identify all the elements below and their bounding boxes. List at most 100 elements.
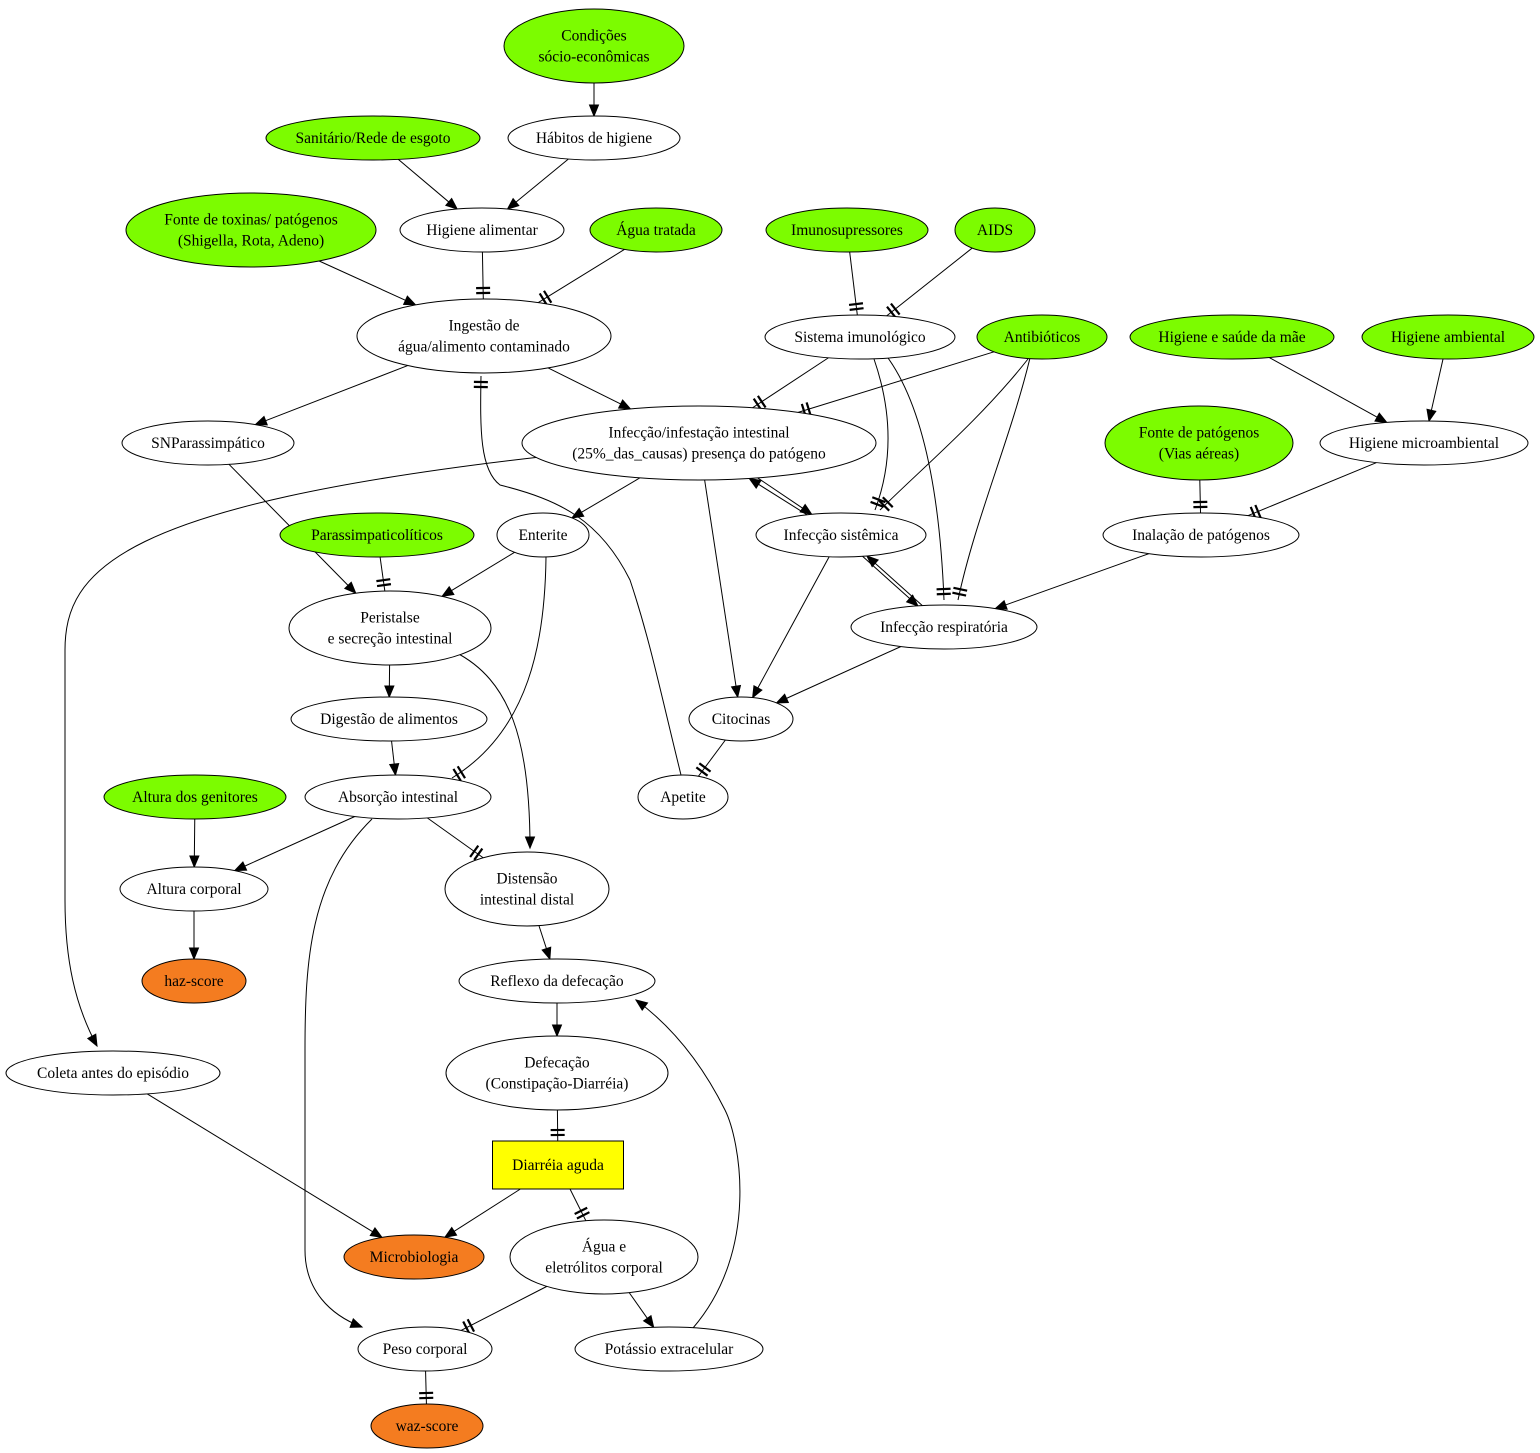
node-reflexo-label: Reflexo da defecação — [490, 973, 624, 990]
edge-higmae-to-higmicro — [1268, 357, 1388, 424]
node-peristalse-label: Peristalse — [360, 610, 420, 627]
edge-antib-to-infsis — [878, 358, 1029, 512]
edge-imuno-to-sisimuno-tee-bar — [848, 302, 864, 307]
node-diarreia-label: Diarréia aguda — [512, 1157, 604, 1174]
edge-infsis-to-citocinas — [752, 556, 830, 699]
node-apetite-label: Apetite — [660, 789, 706, 806]
edge-antib-to-infresp-line — [957, 357, 1031, 601]
edge-infint-to-coleta-line — [64, 456, 541, 1047]
edge-digestao-to-absorcao — [388, 740, 400, 777]
edge-infint-to-enterite-line — [581, 477, 641, 513]
node-peristalse-label: e secreção intestinal — [328, 631, 453, 648]
edge-higmae-to-higmicro-arrowhead — [1374, 412, 1388, 424]
node-potassio-ellipse — [574, 1326, 764, 1372]
node-higamb-ellipse — [1361, 314, 1535, 360]
node-higmicro-ellipse — [1319, 420, 1529, 466]
edge-higalim-to-ingestao — [476, 251, 491, 300]
node-enterite-label: Enterite — [518, 527, 567, 544]
node-ingestao-label: água/alimento contaminado — [398, 339, 570, 356]
edge-infsis-to-infresp-line — [862, 555, 910, 599]
node-infsis-label: Infecção sistêmica — [784, 527, 899, 544]
edge-ingestao-to-snp — [254, 365, 408, 426]
edge-antib-to-infresp-tee-bar — [953, 586, 968, 592]
edge-habitos-to-higalim-line — [515, 158, 569, 203]
node-snp: SNParassimpático — [121, 420, 295, 466]
edge-antib-to-infresp-tee-bar — [952, 591, 967, 597]
edge-diarreia-to-aguaelet-tee-bar — [576, 1211, 590, 1220]
edge-infsis-to-infresp-arrowhead — [905, 594, 919, 607]
edge-aguaelet-to-peso — [460, 1285, 548, 1335]
node-inalacao: Inalação de patógenos — [1102, 512, 1300, 558]
node-inalacao-label: Inalação de patógenos — [1132, 527, 1270, 544]
node-infsis-ellipse — [755, 512, 927, 558]
edge-higamb-to-higmicro-arrowhead — [1426, 408, 1437, 423]
edge-imuno-to-sisimuno-tee-bar — [849, 307, 864, 311]
edge-infsis-to-infint-line — [758, 483, 808, 516]
node-higmae-ellipse — [1129, 314, 1335, 360]
node-infsis: Infecção sistêmica — [755, 512, 927, 558]
node-sisimuno-label: Sistema imunológico — [794, 329, 926, 346]
node-ingestao-ellipse — [356, 298, 612, 374]
edge-potassio-to-reflexo — [634, 999, 741, 1329]
node-potassio-label: Potássio extracelular — [605, 1341, 735, 1358]
edge-citocinas-to-apetite — [695, 739, 726, 777]
node-imuno-label: Imunosupressores — [791, 222, 903, 239]
edge-antib-to-infsis-tee-bar — [878, 500, 890, 512]
edge-fontetox-to-ingestao-arrowhead — [402, 295, 417, 306]
node-diarreia: Diarréia aguda — [492, 1140, 624, 1190]
edge-ingestao-to-snp-line — [265, 365, 408, 422]
node-potassio: Potássio extracelular — [574, 1326, 764, 1372]
node-fontetox-label: (Shigella, Rota, Adeno) — [178, 233, 324, 250]
edge-imuno-to-sisimuno — [848, 251, 864, 316]
node-alturacorp: Altura corporal — [119, 866, 269, 912]
edge-potassio-to-reflexo-arrowhead — [634, 999, 649, 1012]
edge-inalacao-to-infresp — [994, 553, 1150, 610]
node-sanitario: Sanitário/Rede de esgoto — [265, 115, 481, 161]
edge-infsis-to-citocinas-arrowhead — [752, 684, 763, 699]
edge-higmicro-to-inalacao-line — [1247, 462, 1377, 517]
edge-distensao-to-reflexo-arrowhead — [541, 946, 552, 961]
edge-enterite-to-absorcao-line — [451, 556, 547, 779]
node-agua-ellipse — [589, 207, 723, 253]
node-imuno: Imunosupressores — [765, 207, 929, 253]
edge-ingestao-to-snp-arrowhead — [254, 415, 268, 426]
node-higamb: Higiene ambiental — [1361, 314, 1535, 360]
edge-absorcao-to-distensao-tee-bar — [469, 845, 480, 858]
node-haz-label: haz-score — [164, 973, 223, 990]
node-defecacao-ellipse — [445, 1035, 669, 1111]
edge-citocinas-to-apetite-line — [697, 739, 726, 777]
edge-inalacao-to-infresp-line — [1005, 553, 1150, 606]
node-alturacorp-ellipse — [119, 866, 269, 912]
edge-ingestao-to-infint — [547, 367, 632, 410]
node-infresp-ellipse — [850, 604, 1038, 650]
edge-aguaelet-to-potassio-arrowhead — [642, 1314, 655, 1329]
node-sanitario-ellipse — [265, 115, 481, 161]
edge-enterite-to-absorcao-tee-bar — [452, 768, 462, 782]
edge-diarreia-to-aguaelet — [569, 1188, 590, 1221]
edge-alturagen-to-alturacorp-arrowhead — [189, 855, 200, 869]
node-snp-label: SNParassimpático — [151, 435, 265, 452]
edge-coleta-to-micro — [146, 1093, 384, 1239]
node-higmicro-label: Higiene microambiental — [1349, 435, 1499, 452]
node-peso-label: Peso corporal — [383, 1341, 468, 1358]
edge-aguaelet-to-peso-tee-bar — [466, 1318, 476, 1333]
node-defecacao-label: Defecação — [524, 1055, 590, 1072]
edge-infint-to-coleta-arrowhead — [86, 1033, 98, 1048]
edge-coleta-to-micro-arrowhead — [369, 1226, 384, 1239]
node-reflexo-ellipse — [458, 958, 656, 1004]
edge-absorcao-to-peso-arrowhead — [349, 1318, 364, 1328]
node-defecacao: Defecação(Constipação-Diarréia) — [445, 1035, 669, 1111]
edge-sisimuno-to-infresp-tee-bar — [936, 592, 951, 596]
edge-higmicro-to-inalacao — [1247, 462, 1377, 521]
edge-digestao-to-absorcao-arrowhead — [388, 762, 400, 777]
node-higmae: Higiene e saúde da mãe — [1129, 314, 1335, 360]
node-alturagen-label: Altura dos genitores — [132, 789, 258, 806]
edge-enterite-to-absorcao — [451, 556, 547, 782]
edge-citocinas-to-apetite-tee-bar — [695, 766, 709, 777]
edge-aids-to-sisimuno-line — [886, 247, 973, 317]
node-haz-ellipse — [141, 958, 247, 1004]
edge-absorcao-to-alturacorp-arrowhead — [233, 861, 248, 872]
node-diarreia-box — [492, 1140, 624, 1190]
